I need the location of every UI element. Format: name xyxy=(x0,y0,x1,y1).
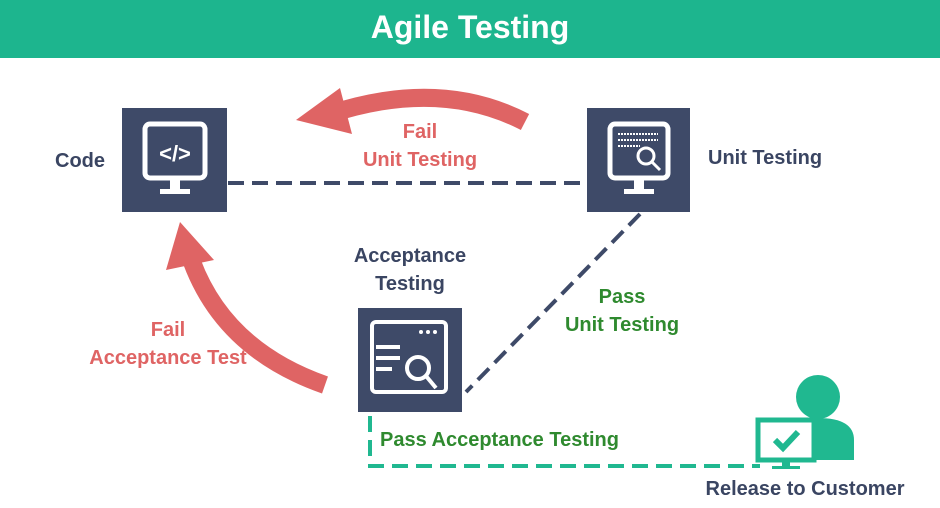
fail-acceptance-label-line1: Fail xyxy=(151,319,185,341)
window-search-icon xyxy=(370,320,448,394)
pass-unit-label-line2: Unit Testing xyxy=(565,314,679,336)
fail-unit-label-line2: Unit Testing xyxy=(363,149,477,171)
code-label: Code xyxy=(55,150,105,172)
fail-acceptance-arrow xyxy=(166,222,328,394)
title: Agile Testing xyxy=(371,9,570,45)
fail-unit-label-line1: Fail xyxy=(403,121,437,143)
customer-check-icon xyxy=(755,375,854,469)
header-bar xyxy=(0,0,940,58)
release-label: Release to Customer xyxy=(706,478,905,500)
monitor-search-icon xyxy=(607,121,671,194)
svg-text:</>: </> xyxy=(159,141,191,166)
acceptance-release-connector xyxy=(368,416,760,468)
unit-node xyxy=(587,108,690,212)
pass-acceptance-label: Pass Acceptance Testing xyxy=(380,429,619,451)
fail-unit-arrow xyxy=(296,88,530,134)
acceptance-node xyxy=(358,308,462,412)
acceptance-label-line1: Acceptance xyxy=(354,245,466,267)
pass-unit-label-line1: Pass xyxy=(599,286,646,308)
code-node: </> xyxy=(122,108,227,212)
code-monitor-icon: </> xyxy=(142,121,208,194)
acceptance-label-line2: Testing xyxy=(375,273,445,295)
unit-acceptance-connector xyxy=(464,212,642,394)
fail-acceptance-label-line2: Acceptance Test xyxy=(89,347,247,369)
unit-label: Unit Testing xyxy=(708,147,822,169)
